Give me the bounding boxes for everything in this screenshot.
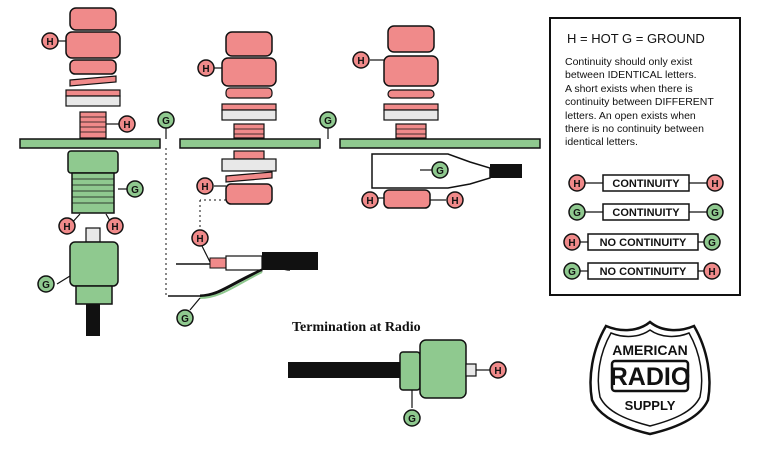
- hot-marker: H: [58, 217, 76, 235]
- assembly-middle: [165, 31, 318, 299]
- legend-row: H CONTINUITY H: [568, 174, 724, 192]
- hot-marker: H: [446, 191, 464, 209]
- hot-marker: H: [489, 361, 507, 379]
- svg-text:G: G: [42, 280, 50, 291]
- svg-text:H: H: [196, 234, 203, 245]
- ground-marker: G: [319, 111, 337, 129]
- hot-marker: H: [352, 51, 370, 69]
- svg-text:NO CONTINUITY: NO CONTINUITY: [600, 237, 687, 249]
- svg-text:G: G: [573, 208, 581, 219]
- radio-termination: [288, 339, 490, 408]
- svg-text:H: H: [63, 222, 70, 233]
- american-radio-supply-logo: AMERICAN RADIO SUPPLY: [589, 320, 711, 436]
- svg-text:G: G: [181, 314, 189, 325]
- svg-text:H: H: [711, 179, 718, 190]
- svg-text:H: H: [123, 120, 130, 131]
- legend-line: Continuity should only exist: [565, 56, 693, 68]
- svg-text:NO CONTINUITY: NO CONTINUITY: [600, 266, 687, 278]
- svg-text:CONTINUITY: CONTINUITY: [612, 178, 680, 190]
- legend-line: between IDENTICAL letters.: [565, 69, 697, 82]
- ground-marker: G: [126, 180, 144, 198]
- ground-marker: G: [37, 275, 55, 293]
- svg-text:G: G: [131, 185, 139, 196]
- legend-line: identical letters.: [565, 136, 638, 149]
- legend-row: G CONTINUITY G: [568, 203, 724, 221]
- svg-text:RADIO: RADIO: [610, 363, 691, 391]
- legend-line: there is no continuity between: [565, 123, 704, 136]
- svg-text:CONTINUITY: CONTINUITY: [612, 207, 680, 219]
- legend-description: Continuity should only exist between IDE…: [565, 56, 735, 150]
- svg-text:H: H: [573, 179, 580, 190]
- svg-text:G: G: [568, 267, 576, 278]
- hot-marker: H: [196, 177, 214, 195]
- hot-marker: H: [106, 217, 124, 235]
- svg-text:H: H: [708, 267, 715, 278]
- svg-text:H: H: [202, 64, 209, 75]
- svg-text:H: H: [46, 37, 53, 48]
- hot-marker: H: [118, 115, 136, 133]
- ground-marker: G: [176, 309, 194, 327]
- legend-title: H = HOT G = GROUND: [567, 31, 705, 46]
- svg-text:H: H: [451, 196, 458, 207]
- assembly-left: [65, 7, 121, 336]
- termination-caption: Termination at Radio: [292, 320, 421, 335]
- svg-text:H: H: [366, 196, 373, 207]
- ground-marker: G: [157, 111, 175, 129]
- svg-text:H: H: [494, 366, 501, 377]
- svg-text:G: G: [408, 414, 416, 425]
- svg-text:G: G: [711, 208, 719, 219]
- svg-text:H: H: [201, 182, 208, 193]
- svg-text:H: H: [568, 238, 575, 249]
- mounting-plate: [19, 138, 541, 149]
- ground-marker: G: [431, 161, 449, 179]
- svg-text:G: G: [708, 238, 716, 249]
- svg-text:SUPPLY: SUPPLY: [625, 398, 676, 413]
- legend-row: G NO CONTINUITY H: [563, 262, 721, 280]
- svg-text:H: H: [357, 56, 364, 67]
- hot-marker: H: [361, 191, 379, 209]
- legend-line: letters. An open exists when: [565, 109, 696, 122]
- legend-line: A short exists when there is: [565, 82, 693, 95]
- ground-marker: G: [403, 409, 421, 427]
- svg-text:G: G: [324, 116, 332, 127]
- hot-marker: H: [197, 59, 215, 77]
- svg-text:H: H: [111, 222, 118, 233]
- assembly-right: [371, 25, 522, 209]
- svg-text:G: G: [162, 116, 170, 127]
- legend-box: H = HOT G = GROUND Continuity should onl…: [549, 17, 741, 296]
- hot-marker: H: [191, 229, 209, 247]
- svg-text:AMERICAN: AMERICAN: [612, 342, 687, 358]
- legend-line: continuity between DIFFERENT: [565, 96, 714, 109]
- legend-row: H NO CONTINUITY G: [563, 233, 721, 251]
- svg-text:G: G: [436, 166, 444, 177]
- hot-marker: H: [41, 32, 59, 50]
